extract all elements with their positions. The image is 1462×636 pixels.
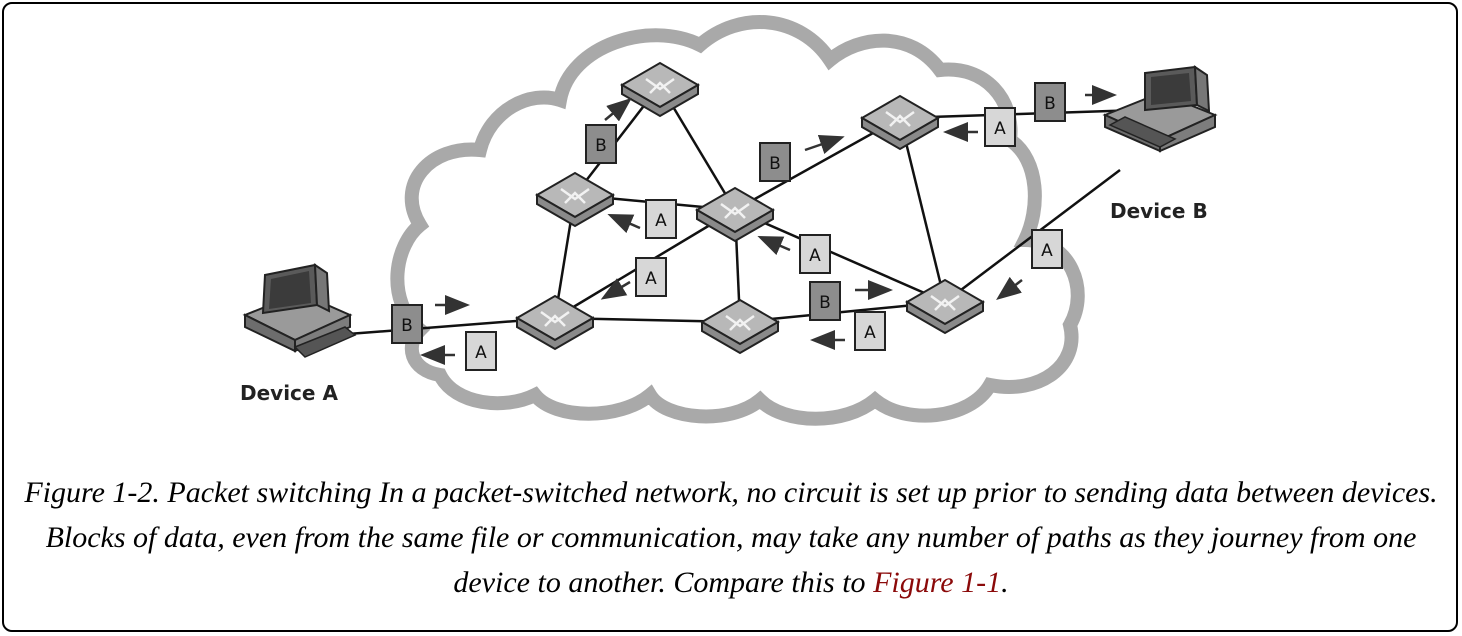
device-b-label: Device B xyxy=(1110,199,1208,223)
svg-text:A: A xyxy=(809,246,821,266)
packet: B xyxy=(759,142,791,182)
packet: B xyxy=(585,124,617,164)
computer-icon-device-b xyxy=(1102,65,1218,153)
packet: A xyxy=(465,331,497,371)
router-icon xyxy=(700,298,780,355)
computer-icon-device-a xyxy=(242,263,357,358)
caption-text: Figure 1-2. Packet switching In a packet… xyxy=(24,476,1438,599)
packet: B xyxy=(391,304,423,344)
packet: A xyxy=(984,107,1016,147)
direction-arrows xyxy=(420,85,1117,365)
svg-text:A: A xyxy=(1041,241,1053,261)
svg-text:B: B xyxy=(595,136,607,156)
router-icon xyxy=(620,61,700,118)
router-icon xyxy=(905,278,985,335)
packet-switching-diagram: Device A Device B B A A A B B A B A A xyxy=(240,15,1218,426)
packet: A xyxy=(1031,229,1063,269)
router-icon xyxy=(860,94,940,151)
packet: B xyxy=(1034,82,1066,122)
svg-text:B: B xyxy=(1044,94,1056,114)
svg-text:B: B xyxy=(769,154,781,174)
svg-text:A: A xyxy=(864,323,876,343)
packet: A xyxy=(854,311,886,351)
packet: A xyxy=(645,199,677,239)
svg-text:A: A xyxy=(994,119,1006,139)
packet: A xyxy=(799,234,831,274)
packet: A xyxy=(635,257,667,297)
svg-text:A: A xyxy=(655,211,667,231)
router-icon xyxy=(535,171,615,228)
figure-1-1-link[interactable]: Figure 1-1 xyxy=(873,566,1002,599)
svg-text:A: A xyxy=(645,269,657,289)
figure-caption: Figure 1-2. Packet switching In a packet… xyxy=(20,470,1442,605)
device-a-label: Device A xyxy=(240,381,338,405)
caption-trailing: . xyxy=(1001,566,1009,599)
router-icon xyxy=(515,294,595,351)
svg-text:B: B xyxy=(401,316,413,336)
network-cloud xyxy=(390,15,1085,426)
svg-text:A: A xyxy=(475,343,487,363)
svg-text:B: B xyxy=(819,293,831,313)
packet: B xyxy=(809,281,841,321)
